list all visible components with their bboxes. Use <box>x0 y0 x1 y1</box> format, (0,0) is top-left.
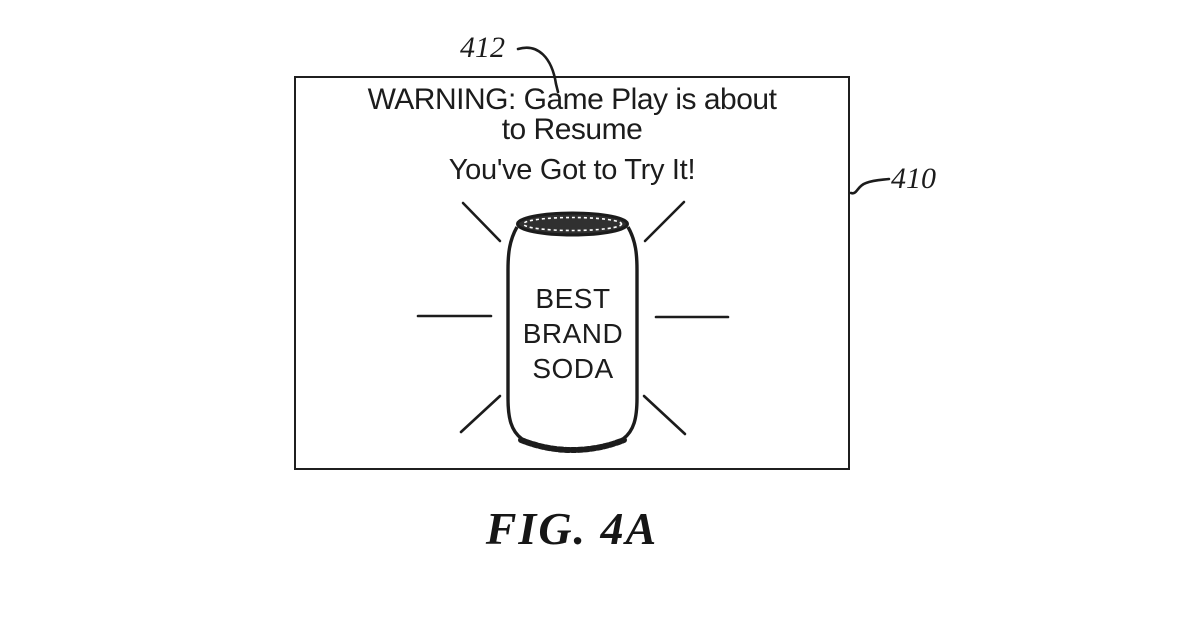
soda-can-bottom-rim <box>518 437 627 454</box>
ad-tagline-text: You've Got to Try It! <box>448 154 696 186</box>
figure-caption: FIG. 4A <box>485 503 659 554</box>
soda-can-label-line1: BEST <box>535 283 611 314</box>
lead-line-412 <box>516 46 560 94</box>
emphasis-ray-lower-left <box>459 394 502 434</box>
emphasis-ray-upper-left <box>461 201 502 243</box>
soda-can-label-line2: BRAND <box>522 318 624 349</box>
reference-numeral-412: 412 <box>460 31 505 64</box>
game-screen-outline <box>294 76 850 470</box>
soda-can-label-line3: SODA <box>532 353 614 384</box>
emphasis-ray-upper-right <box>643 200 686 243</box>
emphasis-ray-lower-right <box>642 394 687 436</box>
soda-can-top-rim <box>516 211 629 237</box>
reference-numeral-410: 410 <box>891 162 936 195</box>
warning-text-line2: to Resume <box>501 113 643 146</box>
warning-text-line1: WARNING: Game Play is about <box>367 83 777 116</box>
soda-can-drawing <box>506 211 639 454</box>
soda-can-label: BEST BRAND SODA <box>508 281 638 386</box>
soda-can-top-rim-texture <box>522 216 623 232</box>
lead-line-410 <box>849 177 891 195</box>
